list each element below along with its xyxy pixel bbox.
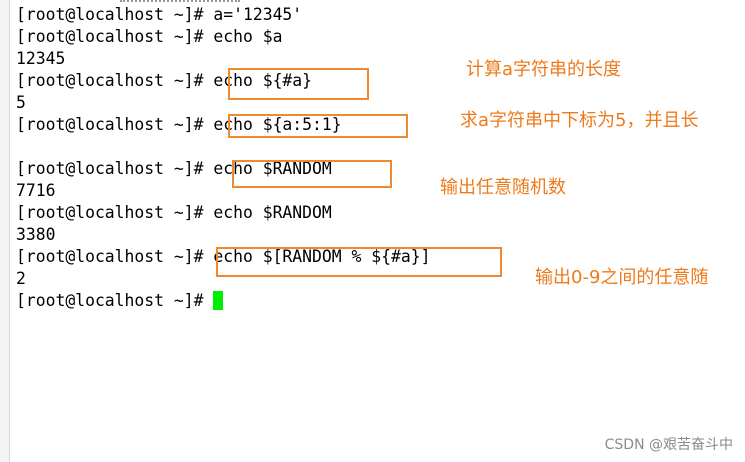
left-gutter (0, 0, 10, 462)
annotation-range: 输出0-9之间的任意随 (535, 267, 709, 288)
terminal-line: 2 (16, 269, 26, 288)
terminal-line: [root@localhost ~]# echo $RANDOM (16, 203, 332, 222)
terminal-line: [root@localhost ~]# echo ${a:5:1} (16, 115, 342, 134)
annotation-substring: 求a字符串中下标为5，并且长 (460, 110, 699, 131)
terminal-prompt: [root@localhost ~]# (16, 291, 214, 310)
watermark: CSDN @艰苦奋斗中 (604, 437, 733, 453)
highlight-box-random (232, 160, 392, 188)
terminal-line: 3380 (16, 225, 56, 244)
clipped-top-line (120, 0, 240, 5)
highlight-box-length (228, 68, 369, 100)
annotation-length: 计算a字符串的长度 (466, 59, 622, 80)
terminal-line: 12345 (16, 49, 66, 68)
terminal-line: [root@localhost ~]# echo ${#a} (16, 71, 313, 90)
terminal-line: [root@localhost ~]# echo $RANDOM (16, 159, 332, 178)
terminal-prompt-line[interactable]: [root@localhost ~]# (16, 290, 224, 312)
highlight-box-range (216, 247, 502, 277)
terminal-line: 7716 (16, 181, 56, 200)
highlight-box-substring (228, 114, 408, 138)
terminal-line: [root@localhost ~]# echo $[RANDOM % ${#a… (16, 247, 431, 266)
annotation-random: 输出任意随机数 (440, 177, 566, 198)
terminal-line: [root@localhost ~]# echo $a (16, 27, 283, 46)
terminal-line: 5 (16, 93, 26, 112)
text-cursor (213, 291, 224, 310)
terminal-line: [root@localhost ~]# a='12345' (16, 5, 303, 24)
